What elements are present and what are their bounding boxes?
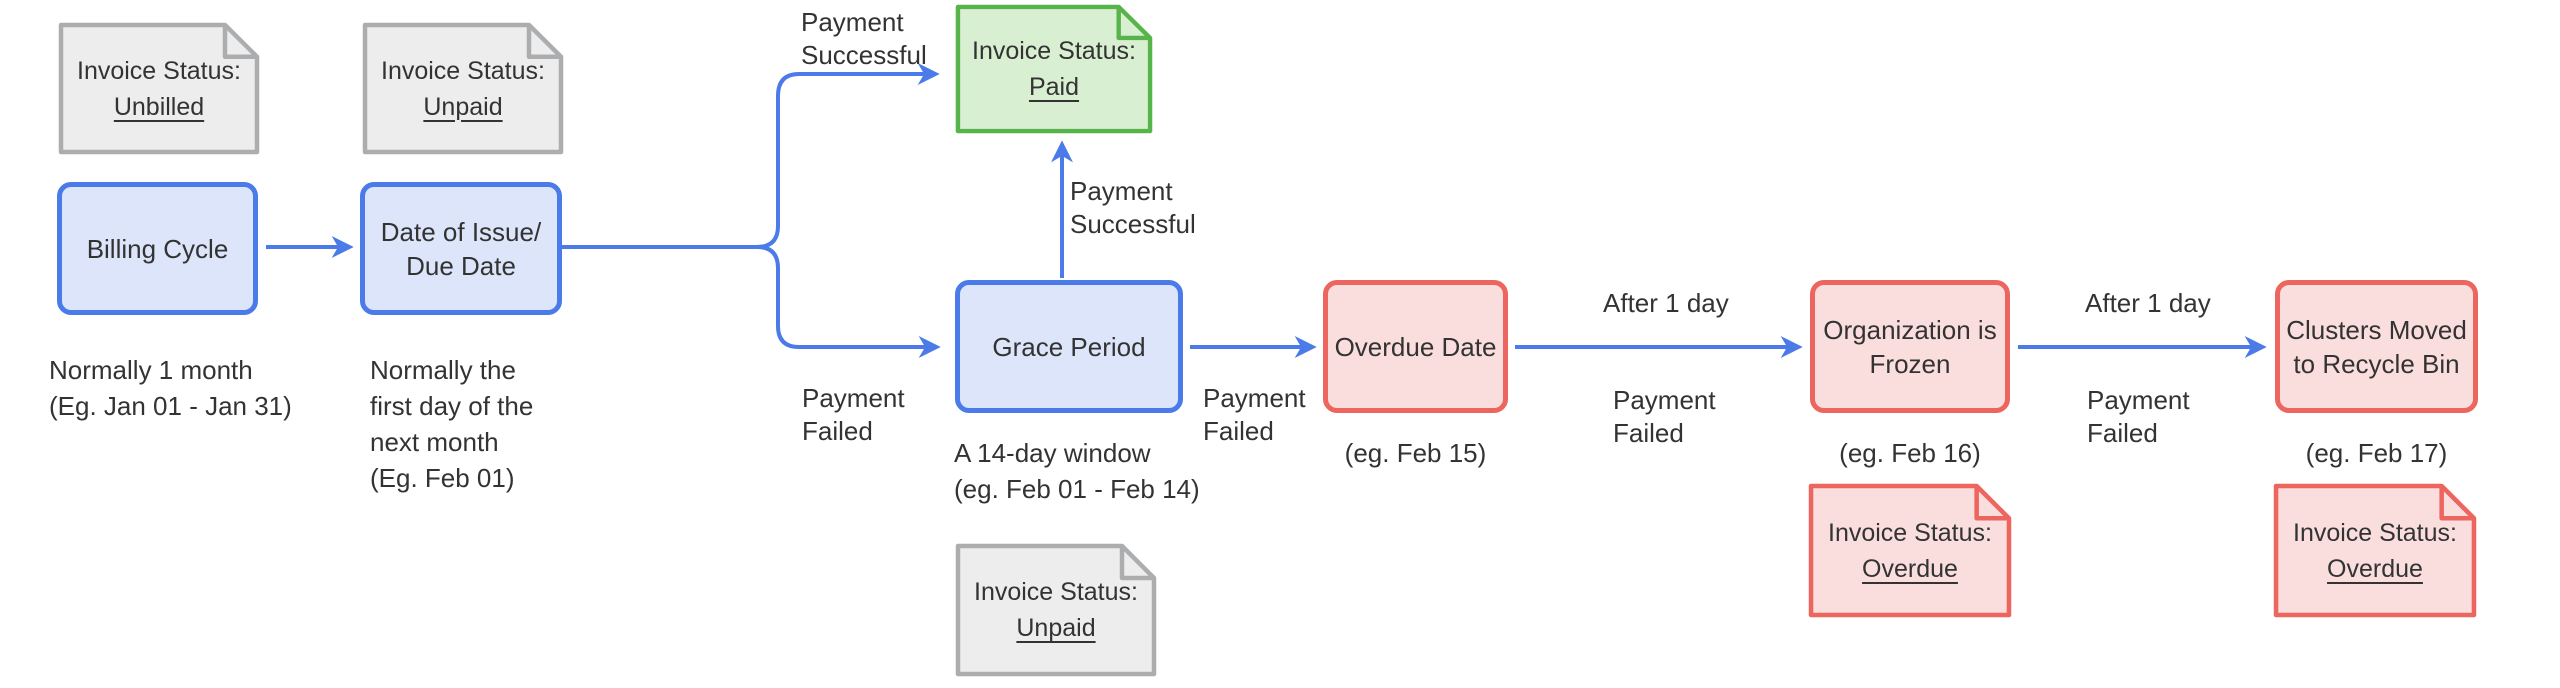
node-billing-cycle: Billing Cycle: [57, 182, 258, 315]
edge-label-after-1-day-frozen: After 1 day: [2085, 287, 2211, 320]
note-status: Unpaid: [1016, 614, 1096, 642]
note-invoice-overdue-frozen: Invoice Status: Overdue: [1808, 483, 2012, 618]
caption-line: (eg. Feb 16): [1839, 438, 1981, 468]
edge-label-line: Payment: [802, 383, 905, 413]
edge-label-line: Payment: [1613, 385, 1716, 415]
note-status: Unbilled: [113, 92, 205, 121]
edge-label-line: Payment: [1070, 176, 1173, 206]
edge-label-line: After 1 day: [1603, 288, 1729, 318]
edge-label-payment-failed-grace: Payment Failed: [1203, 382, 1306, 448]
note-status: Unpaid: [423, 92, 503, 121]
note-label: Invoice Status:: [974, 578, 1138, 606]
node-clusters-recycle-bin: Clusters Moved to Recycle Bin: [2275, 280, 2478, 413]
edge-label-payment-successful-grace: Payment Successful: [1070, 175, 1196, 241]
note-status: Overdue: [1862, 554, 1958, 583]
edge-label-payment-failed-overdue: Payment Failed: [1613, 384, 1716, 450]
note-status: Paid: [1028, 73, 1080, 101]
edge-label-line: Failed: [1613, 418, 1684, 448]
note-label: Invoice Status:: [2293, 518, 2457, 547]
document-icon: [362, 22, 564, 155]
arrow-date-to-grace: [562, 245, 941, 358]
edge-label-line: Successful: [1070, 209, 1196, 239]
arrow-date-to-paid: [562, 63, 940, 249]
edge-label-payment-failed-split: Payment Failed: [802, 382, 905, 448]
node-label: Overdue Date: [1334, 331, 1497, 362]
caption-line: A 14-day window: [954, 438, 1151, 468]
edge-label-line: Payment: [801, 7, 904, 37]
node-organization-frozen: Organization is Frozen: [1810, 280, 2010, 413]
note-invoice-paid: Invoice Status: Paid: [955, 4, 1153, 134]
document-icon: [955, 4, 1153, 134]
note-invoice-unbilled: Invoice Status: Unbilled: [58, 22, 260, 155]
note-text: Invoice Status: Paid: [955, 4, 1153, 134]
document-icon: [1808, 483, 2012, 618]
node-label: Due Date: [406, 250, 516, 281]
caption-grace-period: A 14-day window (eg. Feb 01 - Feb 14): [954, 435, 1200, 507]
note-invoice-unpaid-bottom: Invoice Status: Unpaid: [955, 543, 1157, 677]
caption-line: (eg. Feb 01 - Feb 14): [954, 474, 1200, 504]
edge-label-line: Payment: [2087, 385, 2190, 415]
node-grace-period: Grace Period: [955, 280, 1183, 413]
note-label: Invoice Status:: [381, 56, 545, 85]
note-text: Invoice Status: Overdue: [2273, 483, 2477, 618]
note-text: Invoice Status: Unbilled: [58, 22, 260, 155]
edge-label-line: Successful: [801, 40, 927, 70]
caption-line: Normally 1 month: [49, 355, 253, 385]
document-icon: [955, 543, 1157, 677]
document-icon: [2273, 483, 2477, 618]
note-invoice-overdue-clusters: Invoice Status: Overdue: [2273, 483, 2477, 618]
caption-line: next month: [370, 427, 499, 457]
edge-label-line: Failed: [802, 416, 873, 446]
node-label: Billing Cycle: [86, 233, 229, 264]
node-label: Organization is: [1823, 314, 1997, 345]
note-status: Overdue: [2327, 554, 2423, 583]
node-label: Date of Issue/: [380, 216, 542, 247]
caption-date-of-issue: Normally the first day of the next month…: [370, 352, 533, 496]
note-invoice-unpaid-top: Invoice Status: Unpaid: [362, 22, 564, 155]
note-label: Invoice Status:: [1828, 518, 1992, 547]
node-label: Grace Period: [992, 331, 1146, 362]
caption-line: (eg. Feb 15): [1344, 438, 1487, 468]
caption-line: first day of the: [370, 391, 534, 421]
caption-line: Normally the: [370, 355, 516, 385]
caption-line: (eg. Feb 17): [2305, 438, 2448, 468]
note-label: Invoice Status:: [77, 56, 241, 85]
edge-label-payment-failed-frozen: Payment Failed: [2087, 384, 2190, 450]
caption-clusters-recycle-bin: (eg. Feb 17): [2275, 435, 2478, 471]
caption-organization-frozen: (eg. Feb 16): [1810, 435, 2010, 471]
node-date-of-issue: Date of Issue/ Due Date: [360, 182, 562, 315]
note-text: Invoice Status: Unpaid: [362, 22, 564, 155]
edge-label-line: Payment: [1203, 383, 1306, 413]
edge-label-line: After 1 day: [2085, 288, 2211, 318]
node-label: Frozen: [1869, 348, 1951, 379]
document-icon: [58, 22, 260, 155]
note-text: Invoice Status: Overdue: [1808, 483, 2012, 618]
edge-label-line: Failed: [2087, 418, 2158, 448]
edge-label-payment-successful-top: Payment Successful: [801, 6, 927, 72]
caption-overdue-date: (eg. Feb 15): [1323, 435, 1508, 471]
node-label: to Recycle Bin: [2293, 348, 2460, 379]
caption-line: (Eg. Feb 01): [370, 463, 515, 493]
node-overdue-date: Overdue Date: [1323, 280, 1508, 413]
node-label: Clusters Moved: [2286, 314, 2467, 345]
edge-label-after-1-day-overdue: After 1 day: [1603, 287, 1729, 320]
caption-line: (Eg. Jan 01 - Jan 31): [49, 391, 292, 421]
note-label: Invoice Status:: [972, 37, 1136, 65]
edge-label-line: Failed: [1203, 416, 1274, 446]
note-text: Invoice Status: Unpaid: [955, 543, 1157, 677]
caption-billing-cycle: Normally 1 month (Eg. Jan 01 - Jan 31): [49, 352, 292, 424]
